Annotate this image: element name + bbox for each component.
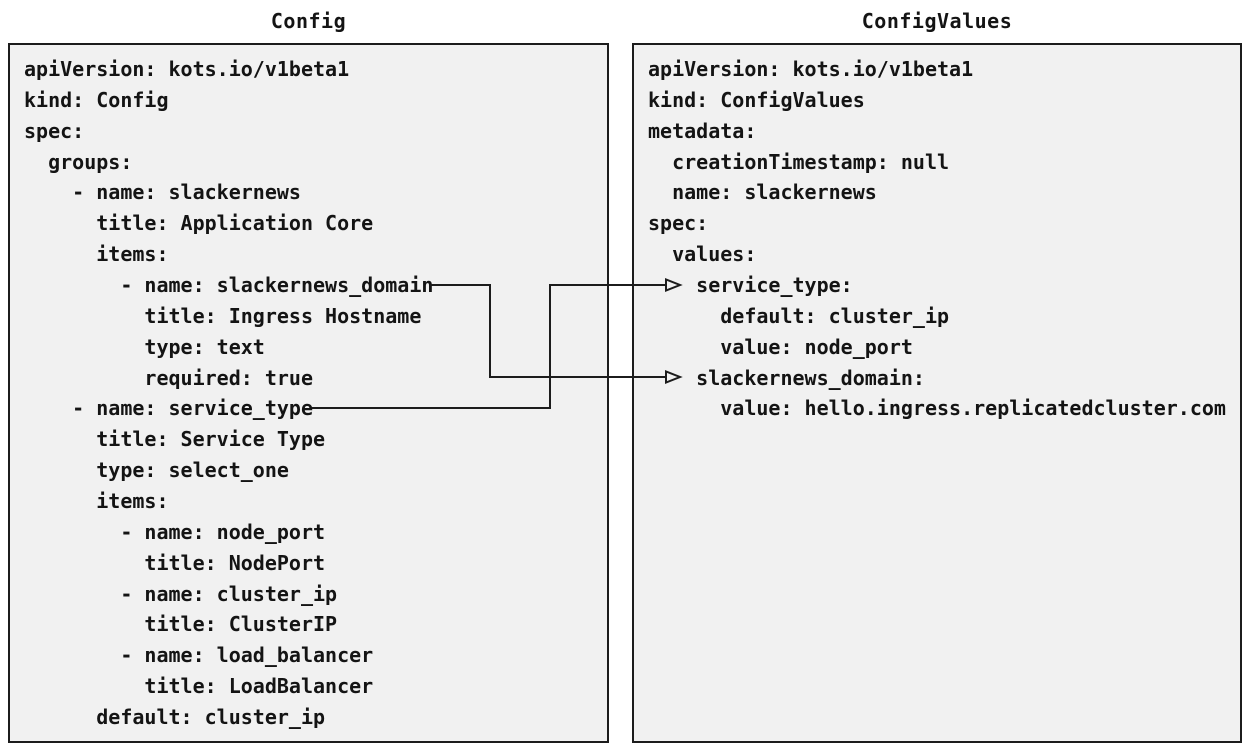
config-panel-title: Config: [270, 9, 347, 33]
config-yaml-panel: apiVersion: kots.io/v1beta1 kind: Config…: [8, 43, 609, 743]
configvalues-yaml-code: apiVersion: kots.io/v1beta1 kind: Config…: [648, 57, 1226, 421]
configvalues-yaml-panel: apiVersion: kots.io/v1beta1 kind: Config…: [632, 43, 1242, 743]
configvalues-panel-title: ConfigValues: [861, 9, 1013, 33]
config-yaml-code: apiVersion: kots.io/v1beta1 kind: Config…: [24, 57, 434, 730]
